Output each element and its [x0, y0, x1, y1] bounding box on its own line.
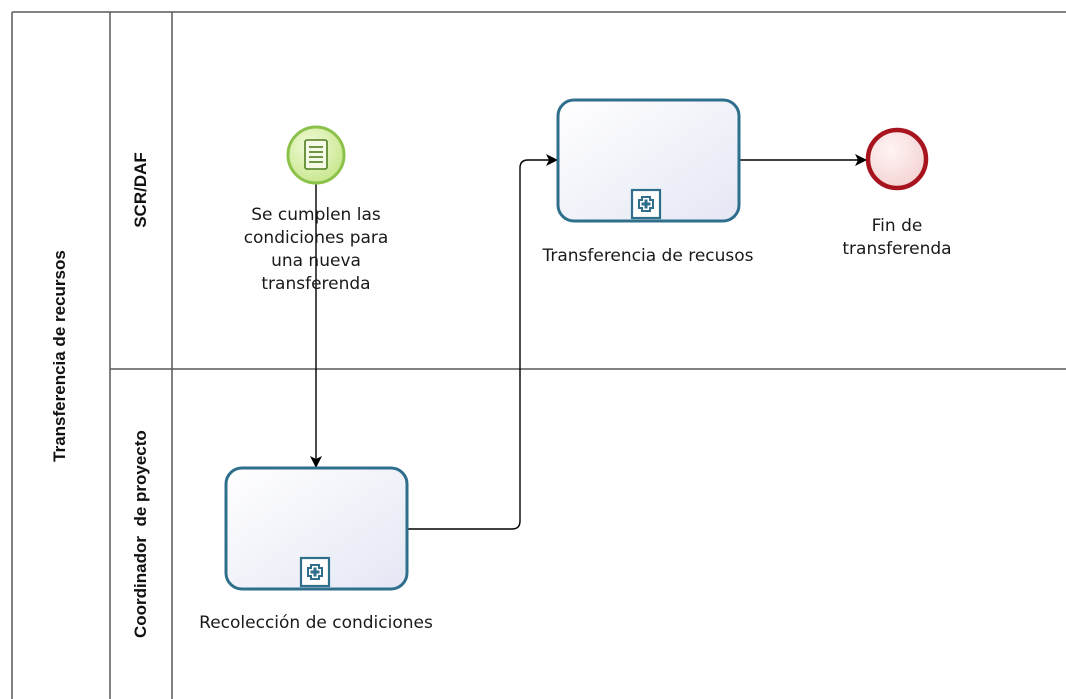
- lane-label-coordinador: Coordinador de proyecto: [131, 430, 150, 638]
- flow-recoleccion-to-transferencia: [407, 154, 558, 530]
- start-event[interactable]: [286, 125, 346, 185]
- pool: [11, 11, 1066, 699]
- collapsed-subprocess-plus-icon: [299, 556, 331, 588]
- collapsed-subprocess-plus-icon: [630, 188, 662, 220]
- task-label-recoleccion: Recolección de condiciones: [199, 613, 433, 633]
- conditional-document-icon: [304, 139, 328, 170]
- start-event-label: Se cumplen las condiciones para una nuev…: [243, 205, 389, 294]
- pool-label: Transferencia de recursos: [50, 250, 69, 462]
- lane-label-scr-daf: SCR/DAF: [131, 152, 150, 228]
- end-event[interactable]: [865, 127, 929, 191]
- task-transferencia-de-recusos[interactable]: [556, 98, 741, 223]
- sequence-flows: [310, 154, 867, 530]
- task-recoleccion-de-condiciones[interactable]: [224, 466, 409, 591]
- task-label-transferencia: Transferencia de recusos: [542, 246, 754, 266]
- end-event-label: Fin de transferenda: [842, 216, 952, 259]
